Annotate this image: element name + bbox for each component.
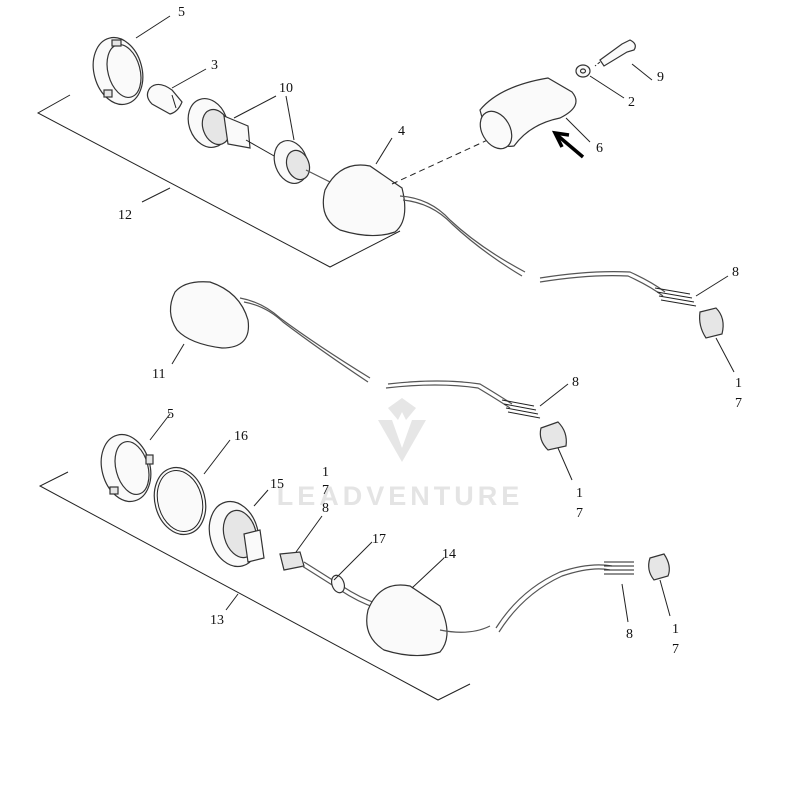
callout-1-lower-left: 1 — [322, 465, 329, 480]
callout-3: 3 — [211, 58, 218, 73]
alignment-dashed-line — [391, 137, 493, 185]
callout-8-bottom: 8 — [626, 627, 633, 642]
wire-terminals-top — [654, 287, 697, 307]
part-4-lamp-housing — [322, 164, 526, 277]
callout-15: 15 — [270, 477, 284, 492]
wire-top — [539, 271, 666, 293]
leader-lines — [135, 15, 735, 623]
part-7-connector-middle — [539, 421, 567, 451]
leadventure-logo-icon — [378, 398, 426, 462]
callout-5-lower: 5 — [167, 407, 174, 422]
callout-17: 17 — [372, 532, 386, 547]
part-2-washer — [575, 64, 591, 78]
callout-8-middle: 8 — [572, 375, 579, 390]
part-7-connector-lower-left — [279, 551, 305, 571]
part-17-grommet — [301, 561, 379, 609]
callout-5-top: 5 — [178, 5, 185, 20]
part-7-connector-bottom-right — [648, 553, 670, 581]
callout-13: 13 — [210, 613, 224, 628]
callout-7-lower-left: 7 — [322, 483, 329, 498]
callout-2: 2 — [628, 95, 635, 110]
wire-terminals-middle — [501, 399, 541, 419]
callout-12: 12 — [118, 208, 132, 223]
watermark-text: LEADVENTURE — [277, 481, 524, 511]
part-7-connector-top — [699, 307, 724, 339]
callout-16: 16 — [234, 429, 248, 444]
group-13-assembly — [38, 433, 670, 701]
callout-6: 6 — [596, 141, 603, 156]
part-11-lamp — [169, 281, 567, 451]
callout-9: 9 — [657, 70, 664, 85]
group-13-bracket — [38, 471, 471, 701]
wire-terminals-bottom — [604, 561, 634, 575]
group-12-assembly — [36, 36, 724, 339]
callout-7-top: 7 — [735, 396, 742, 411]
callout-1-middle: 1 — [576, 486, 583, 501]
callout-14: 14 — [442, 547, 456, 562]
callout-11: 11 — [152, 367, 165, 382]
callout-8-top: 8 — [732, 265, 739, 280]
callout-7-bottom: 7 — [672, 642, 679, 657]
group-12-bracket — [36, 94, 401, 268]
part-16-gasket — [153, 466, 207, 536]
callout-10: 10 — [279, 81, 293, 96]
part-15-led-module — [208, 500, 265, 568]
part-14-lamp-housing — [366, 564, 613, 657]
part-6-visor — [479, 77, 577, 150]
part-3-bulb — [146, 83, 183, 115]
callout-1-top: 1 — [735, 376, 742, 391]
callout-4-top: 4 — [398, 124, 405, 139]
part-5-rim-ring-lower — [100, 433, 154, 503]
part-5-rim-ring — [92, 36, 144, 106]
callout-numbers: 5 3 10 4 12 9 2 6 8 11 1 7 8 1 7 5 16 15… — [118, 5, 742, 657]
watermark: LEADVENTURE — [277, 398, 524, 511]
part-10-sockets — [187, 98, 331, 184]
callout-7-middle: 7 — [576, 506, 583, 521]
part-9-screw — [594, 39, 636, 67]
arrow-icon — [551, 130, 585, 159]
callout-1-bottom: 1 — [672, 622, 679, 637]
callout-8-lower-left: 8 — [322, 501, 329, 516]
